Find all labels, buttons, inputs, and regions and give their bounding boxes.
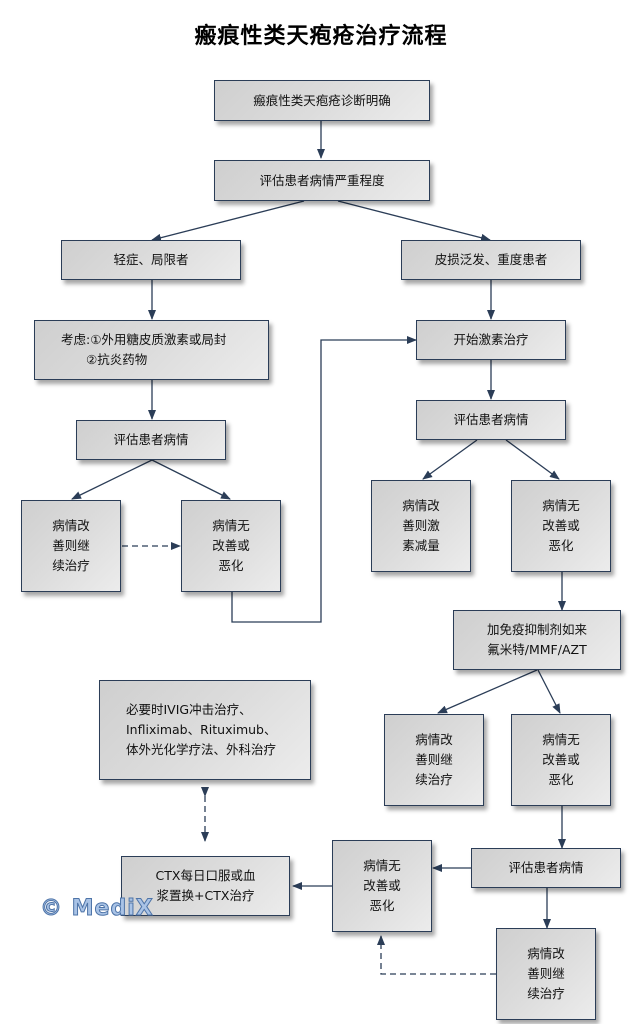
- node-immuno-worse: 病情无 改善或 恶化: [511, 714, 611, 806]
- node-severe: 皮损泛发、重度患者: [401, 240, 581, 280]
- node-steroid-improve: 病情改 善则激 素减量: [371, 480, 471, 572]
- node-steroid-worse: 病情无 改善或 恶化: [511, 480, 611, 572]
- node-assess-severity: 评估患者病情严重程度: [214, 160, 430, 201]
- node-ivig: 必要时IVIG冲击治疗、 Infliximab、Rituximub、 体外光化学…: [99, 680, 311, 780]
- node-consider: 考虑:①外用糖皮质激素或局封 ②抗炎药物: [34, 320, 269, 380]
- node-bottom-improve: 病情改 善则继 续治疗: [496, 928, 596, 1020]
- node-assess-right: 评估患者病情: [416, 400, 566, 440]
- node-left-improve: 病情改 善则继 续治疗: [21, 500, 121, 592]
- edge-assess-to-severe: [337, 200, 491, 242]
- node-left-worse: 病情无 改善或 恶化: [181, 500, 281, 592]
- node-immuno-improve: 病情改 善则继 续治疗: [384, 714, 484, 806]
- node-mild: 轻症、局限者: [61, 240, 241, 280]
- medix-watermark: © MediX: [40, 896, 154, 922]
- node-start-steroid: 开始激素治疗: [416, 320, 566, 360]
- node-immunosuppressant: 加免疫抑制剂如来 氟米特/MMF/AZT: [453, 610, 621, 670]
- node-bottom-worse: 病情无 改善或 恶化: [332, 840, 432, 932]
- edge-assess-to-mild: [151, 200, 305, 242]
- page-title: 瘢痕性类天疱疮治疗流程: [194, 24, 448, 49]
- node-assess-bottom: 评估患者病情: [471, 848, 621, 888]
- edge-immuno-to-worse: [537, 669, 561, 714]
- edge-immuno-to-improve: [437, 669, 538, 714]
- node-ctx: CTX每日口服或血 浆置换+CTX治疗: [121, 856, 290, 916]
- node-diagnosis: 瘢痕性类天疱疮诊断明确: [214, 80, 430, 121]
- node-assess-left: 评估患者病情: [76, 420, 226, 460]
- edge-bottom-improve-to-worse-dashed: [377, 935, 496, 975]
- edge-assess-right-to-improve: [422, 439, 478, 480]
- edge-assess-left-to-worse: [151, 459, 231, 500]
- edge-assess-left-to-improve: [71, 459, 153, 500]
- edge-assess-right-to-worse: [505, 439, 560, 480]
